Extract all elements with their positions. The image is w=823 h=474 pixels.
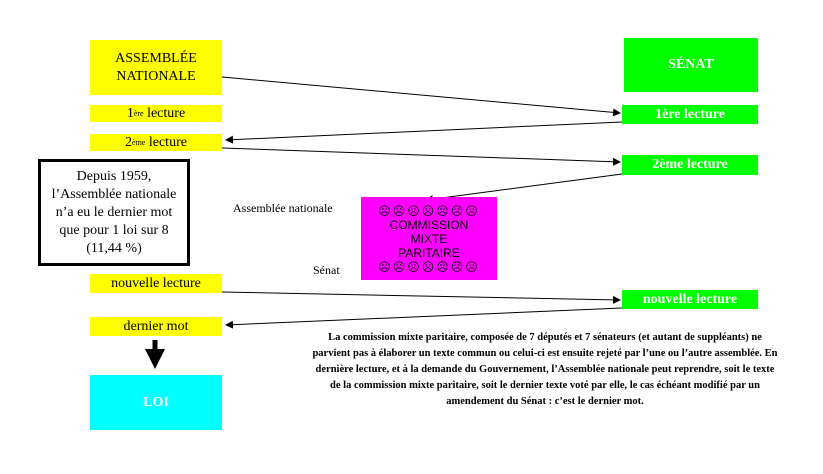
arrow-senat-to-an-2 [225, 121, 623, 144]
an-second-sup: ème [132, 138, 146, 147]
an-second-num: 2 [125, 134, 133, 150]
assemblee-title: ASSEMBLÉE NATIONALE [115, 50, 197, 84]
cmp-label-senat: Sénat [313, 263, 340, 277]
cmp-label-an: Assemblée nationale [233, 201, 333, 215]
arrow-senat-to-an-dernier [225, 307, 623, 329]
deputies-faces-icon: ☹☹☹☹☹☹☹ [378, 203, 480, 218]
an-nouvelle-lecture: nouvelle lecture [90, 274, 222, 293]
senat-first-reading: 1ère lecture [622, 105, 758, 124]
senators-faces-icon: ☹☹☹☹☹☹☹ [378, 259, 480, 274]
senat-first-label: 1ère lecture [655, 106, 725, 122]
arrow-senat-to-cmp [425, 173, 623, 204]
an-second-label: lecture [145, 134, 187, 150]
an-dernier-mot: dernier mot [90, 317, 222, 336]
an-first-label: lecture [143, 105, 186, 121]
assemblee-nationale-box: ASSEMBLÉE NATIONALE [90, 40, 222, 95]
senat-box: SÉNAT [624, 38, 758, 92]
explanatory-note: La commission mixte paritaire, composée … [312, 332, 778, 407]
an-first-sup: ère [133, 109, 144, 118]
senat-nouvelle-label: nouvelle lecture [642, 291, 738, 307]
statistic-box: Depuis 1959, l’Assemblée nationale n’a e… [38, 159, 190, 266]
cmp-title-3: PARITAIRE [398, 245, 460, 260]
statistic-text: Depuis 1959, l’Assemblée nationale n’a e… [51, 168, 177, 256]
loi-label: LOI [143, 394, 169, 410]
loi-box: LOI [90, 375, 222, 430]
cmp-title-2: MIXTE [410, 231, 448, 246]
arrow-an-to-senat-2 [221, 147, 621, 166]
arrow-an-to-senat-1 [221, 76, 621, 117]
cmp-box: ☹☹☹☹☹☹☹ COMMISSION MIXTE PARITAIRE ☹☹☹☹☹… [361, 197, 497, 280]
senat-second-label: 2ème lecture [652, 157, 728, 172]
cmp-title-1: COMMISSION [389, 217, 469, 232]
senat-second-reading: 2ème lecture [622, 155, 758, 175]
an-dernier-label: dernier mot [123, 318, 189, 334]
an-nouvelle-label: nouvelle lecture [111, 275, 201, 291]
senat-nouvelle-lecture: nouvelle lecture [622, 290, 758, 309]
an-first-num: 1 [126, 105, 134, 121]
senat-title: SÉNAT [668, 57, 714, 72]
arrow-an-to-senat-nouvelle [221, 291, 621, 304]
